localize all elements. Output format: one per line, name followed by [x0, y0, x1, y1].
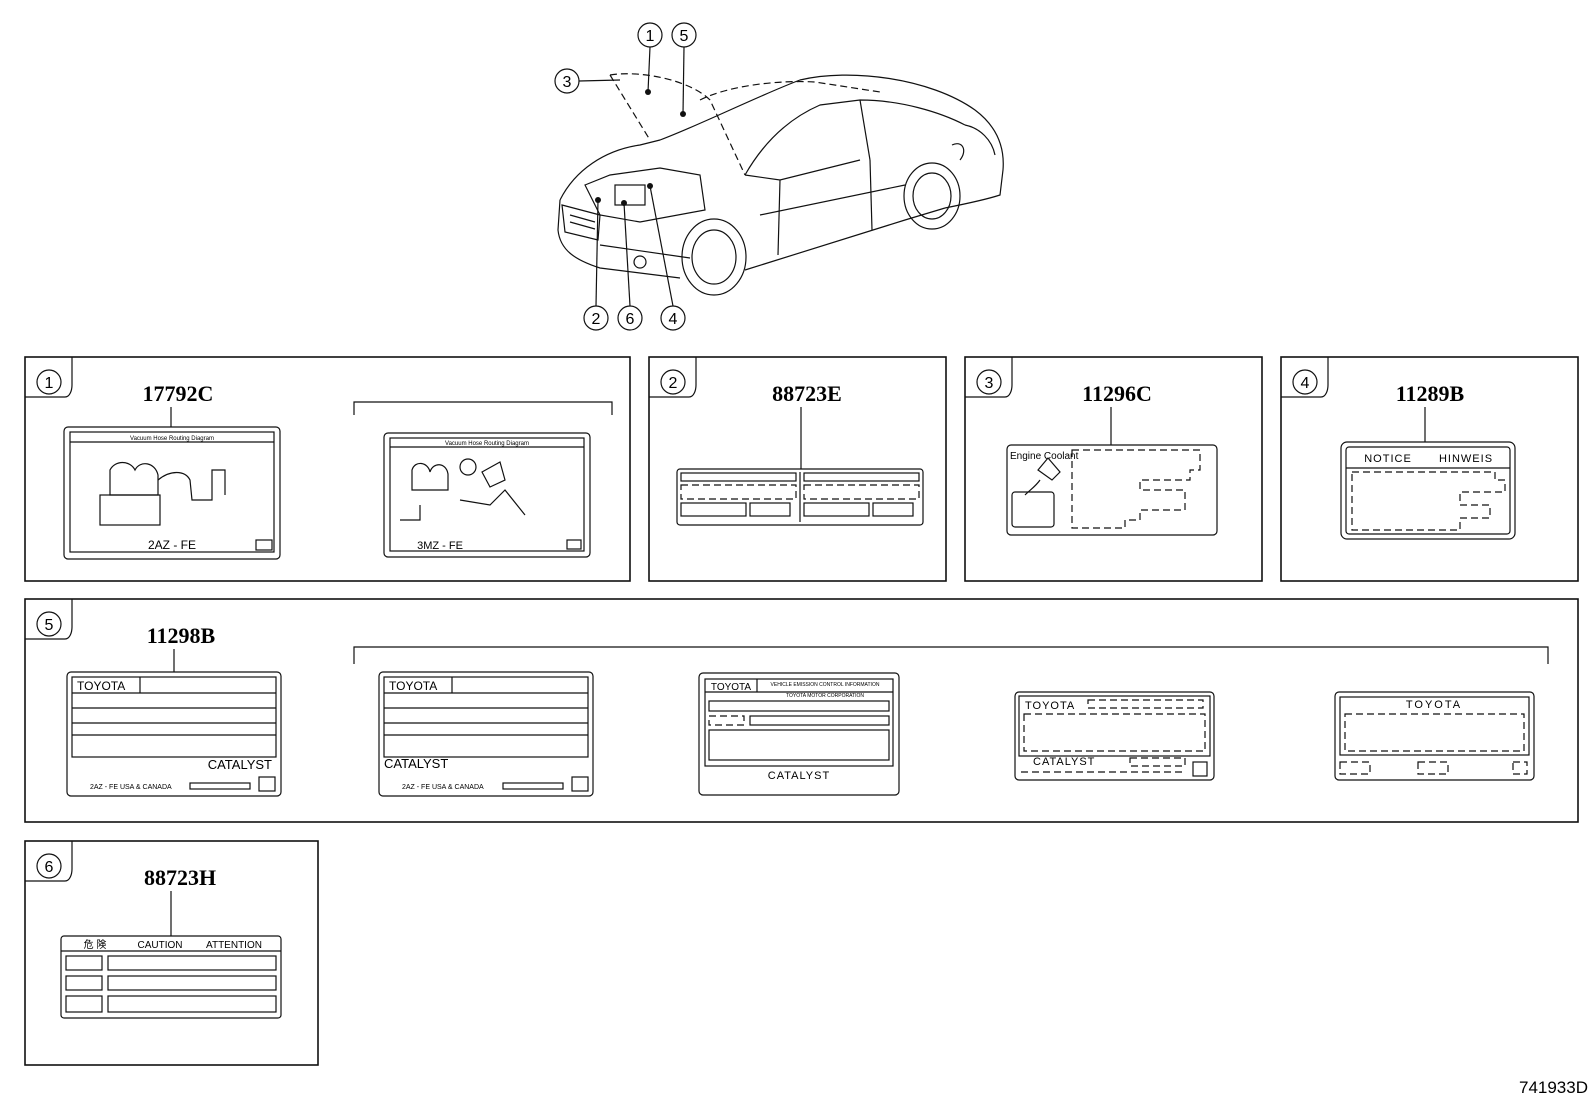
- panel-3: 3 11296C Engine Coolant: [964, 356, 1263, 582]
- vacuum-hose-label-3mz: [383, 432, 591, 558]
- panel-1: 1 17792C Vacuum Hose Routing Diagram 2AZ…: [24, 356, 631, 582]
- hinweis-heading: HINWEIS: [1439, 453, 1493, 465]
- panel-6-num: 6: [45, 859, 54, 876]
- emission-label-5e: TOYOTA: [1334, 691, 1535, 781]
- catalyst-text: CATALYST: [208, 757, 272, 772]
- notice-heading: NOTICE: [1364, 453, 1412, 465]
- brand-text: TOYOTA: [1025, 700, 1075, 712]
- label-title: Vacuum Hose Routing Diagram: [445, 441, 529, 447]
- panel-6: 6 88723H 危 険 CAUTION ATTENTION: [24, 840, 319, 1066]
- callout-2-label: 2: [592, 311, 601, 328]
- panel-4-num: 4: [1301, 375, 1310, 392]
- caution-label-88723H: [60, 935, 282, 1019]
- panel-1-num: 1: [45, 375, 54, 392]
- attention-heading: ATTENTION: [206, 940, 262, 951]
- part-number-11296C: 11296C: [1082, 381, 1152, 406]
- notice-label-11289B: [1340, 441, 1516, 540]
- panel-2-num: 2: [669, 375, 678, 392]
- emission-label-5d: TOYOTA CATALYST: [1014, 691, 1215, 781]
- callout-3-label: 3: [563, 74, 572, 91]
- footer-text: 2AZ - FE USA & CANADA: [402, 784, 484, 791]
- corporation-line: TOYOTA MOTOR CORPORATION: [786, 693, 864, 699]
- panel-5-num: 5: [45, 617, 54, 634]
- callout-4-label: 4: [669, 311, 678, 328]
- engine-code: 3MZ - FE: [417, 540, 463, 552]
- callout-6-label: 6: [626, 311, 635, 328]
- panel-4: 4 11289B NOTICE HINWEIS: [1280, 356, 1579, 582]
- brand-text: TOYOTA: [389, 679, 437, 693]
- part-number-88723H: 88723H: [144, 865, 216, 890]
- footer-text: 2AZ - FE USA & CANADA: [90, 784, 172, 791]
- part-number-11289B: 11289B: [1396, 381, 1465, 406]
- emission-label-5b: TOYOTA CATALYST 2AZ - FE USA & CANADA: [378, 671, 594, 797]
- emission-label-5c: TOYOTA VEHICLE EMISSION CONTROL INFORMAT…: [698, 672, 900, 796]
- catalyst-text: CATALYST: [768, 770, 830, 782]
- catalyst-text: CATALYST: [384, 756, 448, 771]
- engine-code: 2AZ - FE: [148, 538, 196, 552]
- vacuum-hose-label-2az: [63, 426, 281, 560]
- emission-label-5a: TOYOTA CATALYST 2AZ - FE USA & CANADA: [66, 671, 282, 797]
- part-number-17792C: 17792C: [143, 381, 214, 406]
- car-illustration: [557, 73, 1004, 296]
- danger-heading: 危 険: [84, 939, 107, 951]
- coolant-label-11296C: [1006, 444, 1218, 536]
- part-number-88723E: 88723E: [772, 381, 842, 406]
- brand-text: TOYOTA: [711, 682, 752, 693]
- callouts: 1 5 3 2 6 4: [554, 22, 697, 331]
- emission-info-line: VEHICLE EMISSION CONTROL INFORMATION: [771, 682, 880, 688]
- caution-label-88723E: [676, 468, 924, 526]
- catalyst-text: CATALYST: [1033, 756, 1095, 768]
- brand-text: TOYOTA: [1406, 699, 1462, 711]
- panel-2: 2 88723E: [648, 356, 947, 582]
- part-number-11298B: 11298B: [147, 623, 216, 648]
- callout-1-label: 1: [646, 28, 655, 45]
- coolant-text: Engine Coolant: [1010, 451, 1079, 462]
- callout-5-label: 5: [680, 28, 689, 45]
- panel-3-num: 3: [985, 375, 994, 392]
- diagram-id: 741933D: [1519, 1078, 1588, 1097]
- brand-text: TOYOTA: [77, 679, 125, 693]
- panel-5: 5 11298B TOYOTA CATALYST 2AZ - FE USA & …: [24, 598, 1579, 823]
- caution-heading: CAUTION: [138, 940, 183, 951]
- label-title: Vacuum Hose Routing Diagram: [130, 436, 214, 442]
